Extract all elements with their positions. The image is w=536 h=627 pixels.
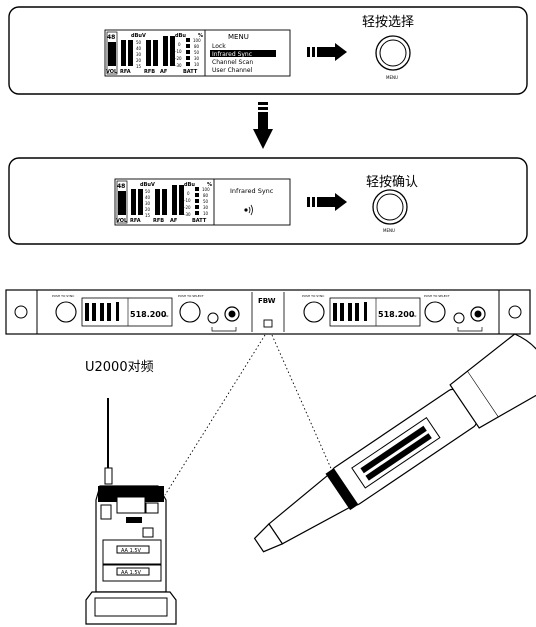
- p1-knob-label: MENU: [386, 75, 398, 80]
- bodypack-battery-label-1: AA 1.5V: [121, 548, 142, 554]
- p1-pct-unit: %: [198, 33, 203, 39]
- rack-sync-knob-b[interactable]: [303, 301, 325, 323]
- p2-dashed-arrow: [307, 193, 347, 211]
- p2-pct-tick: 80: [203, 193, 209, 198]
- p1-menu-item-selected[interactable]: Infrared Sync: [212, 51, 252, 58]
- p1-pct-tick: 100: [193, 38, 201, 43]
- p2-af-label: AF: [170, 218, 177, 224]
- p2-dbu-tick: -30: [184, 212, 191, 217]
- p1-dbuv-tick: 40: [136, 46, 142, 51]
- p1-menu-item[interactable]: User Channel: [212, 67, 253, 74]
- p2-dbu-tick: -20: [184, 205, 191, 210]
- p1-pct-tick: 50: [194, 50, 200, 55]
- p1-dbu-tick: -30: [175, 63, 182, 68]
- p1-dbu-tick: -10: [175, 49, 182, 54]
- rack-mhz-b: MHz: [410, 314, 417, 318]
- panel-1-lcd: 48 VOL dBuV 50 40 30 20 15 RFA RFB dBu 0…: [104, 29, 291, 77]
- p1-dbu-tick: -20: [175, 56, 182, 61]
- p1-menu-item[interactable]: Channel Scan: [212, 59, 253, 66]
- down-arrow-icon: [253, 102, 273, 149]
- rack-sync-knob-a[interactable]: [55, 301, 77, 323]
- rack-lcd-a: [81, 297, 173, 327]
- p2-dbuv-tick: 50: [145, 189, 151, 194]
- p1-af-label: AF: [160, 69, 167, 75]
- p2-pct-tick: 50: [203, 199, 209, 204]
- panel-2-lcd: 48 VOL dBuV 50 40 30 20 15 RFA RFB dBu 0…: [114, 178, 291, 226]
- p2-knob-label: MENU: [383, 228, 395, 233]
- p2-dbu-tick: 0: [187, 191, 190, 196]
- p2-dbu-tick: -10: [184, 198, 191, 203]
- p1-action-label: 轻按选择: [362, 15, 414, 30]
- bodypack-transmitter: AA 1.5V AA 1.5V: [85, 398, 177, 625]
- rack-lcd-b: [329, 297, 421, 327]
- p1-dbuv-tick: 20: [136, 58, 142, 63]
- p1-pct-tick: 80: [194, 44, 200, 49]
- handheld-microphone: [253, 333, 536, 553]
- p1-menu-title: MENU: [228, 33, 249, 41]
- p2-pct-tick: 100: [202, 187, 210, 192]
- p2-dbuv-unit: dBuV: [140, 182, 155, 188]
- p1-menu-selection-highlight: [210, 50, 276, 57]
- p1-dbuv-tick: 15: [136, 64, 142, 69]
- p2-screen-title: Infrared Sync: [230, 187, 274, 195]
- p1-batt-label: BATT: [183, 69, 198, 75]
- p2-batt-label: BATT: [192, 218, 207, 224]
- p2-dbuv-tick: 40: [145, 195, 151, 200]
- rack-push-label: PUSH TO SELECT: [178, 294, 204, 298]
- p2-rfa-label: RFA: [130, 218, 141, 224]
- p1-rfa-label: RFA: [120, 69, 131, 75]
- rack-push-label: PUSH TO SELECT: [424, 294, 450, 298]
- p1-dbuv-ticks: 50 40 30 20 15: [136, 40, 142, 69]
- p1-dashed-arrow: [307, 43, 347, 61]
- p1-dbuv-tick: 50: [136, 40, 142, 45]
- p1-dbu-tick: 0: [178, 42, 181, 47]
- rack-freq-a: 518.200: [130, 310, 167, 319]
- p1-dbu-unit: dBu: [175, 33, 186, 39]
- rack-select-knob-b[interactable]: [424, 301, 446, 323]
- p1-dbuv-unit: dBuV: [131, 33, 146, 39]
- p1-vol-label: VOL: [106, 69, 118, 75]
- infrared-signal-icon: [244, 204, 253, 216]
- p2-vol-label: VOL: [116, 218, 128, 224]
- rack-mhz-a: MHz: [162, 314, 169, 318]
- rack-power-button-a[interactable]: [207, 312, 219, 324]
- rack-receiver: FBW PUSH TO SYNC 518.200 MHz PUSH TO SEL…: [5, 289, 531, 335]
- rack-brand: FBW: [258, 297, 276, 305]
- bodypack-battery-label-2: AA 1.5V: [121, 570, 142, 576]
- rack-ear-hole: [508, 305, 522, 319]
- p1-pct-tick: 10: [194, 62, 200, 67]
- p2-action-label: 轻按确认: [366, 175, 418, 190]
- rack-push-label: PUSH TO SYNC: [302, 294, 324, 298]
- p1-vol-value: 48: [107, 34, 115, 41]
- infrared-port: [263, 319, 273, 328]
- p2-dbu-unit: dBu: [184, 182, 195, 188]
- p2-pct-unit: %: [207, 182, 212, 188]
- p2-menu-knob[interactable]: MENU: [372, 189, 408, 233]
- p1-menu-item[interactable]: Lock: [212, 43, 226, 50]
- rack-push-label: PUSH TO SYNC: [52, 294, 74, 298]
- p2-dbuv-tick: 30: [145, 201, 151, 206]
- p1-menu-knob[interactable]: MENU: [375, 35, 411, 80]
- p1-dbuv-tick: 30: [136, 52, 142, 57]
- rack-ear-hole: [14, 305, 28, 319]
- rack-freq-b: 518.200: [378, 310, 415, 319]
- p1-pct-tick: 30: [194, 56, 200, 61]
- pairing-caption: U2000对频: [85, 360, 154, 375]
- p2-dbuv-tick: 20: [145, 207, 151, 212]
- p2-pct-tick: 10: [203, 211, 209, 216]
- p1-rfb-label: RFB: [144, 69, 155, 75]
- p2-vol-value: 48: [117, 183, 125, 190]
- rack-power-button-b[interactable]: [453, 312, 465, 324]
- p2-rfb-label: RFB: [153, 218, 164, 224]
- p2-dbuv-tick: 15: [145, 213, 151, 218]
- rack-select-knob-a[interactable]: [179, 301, 201, 323]
- ir-beam-left: [164, 334, 266, 496]
- p2-pct-tick: 30: [203, 205, 209, 210]
